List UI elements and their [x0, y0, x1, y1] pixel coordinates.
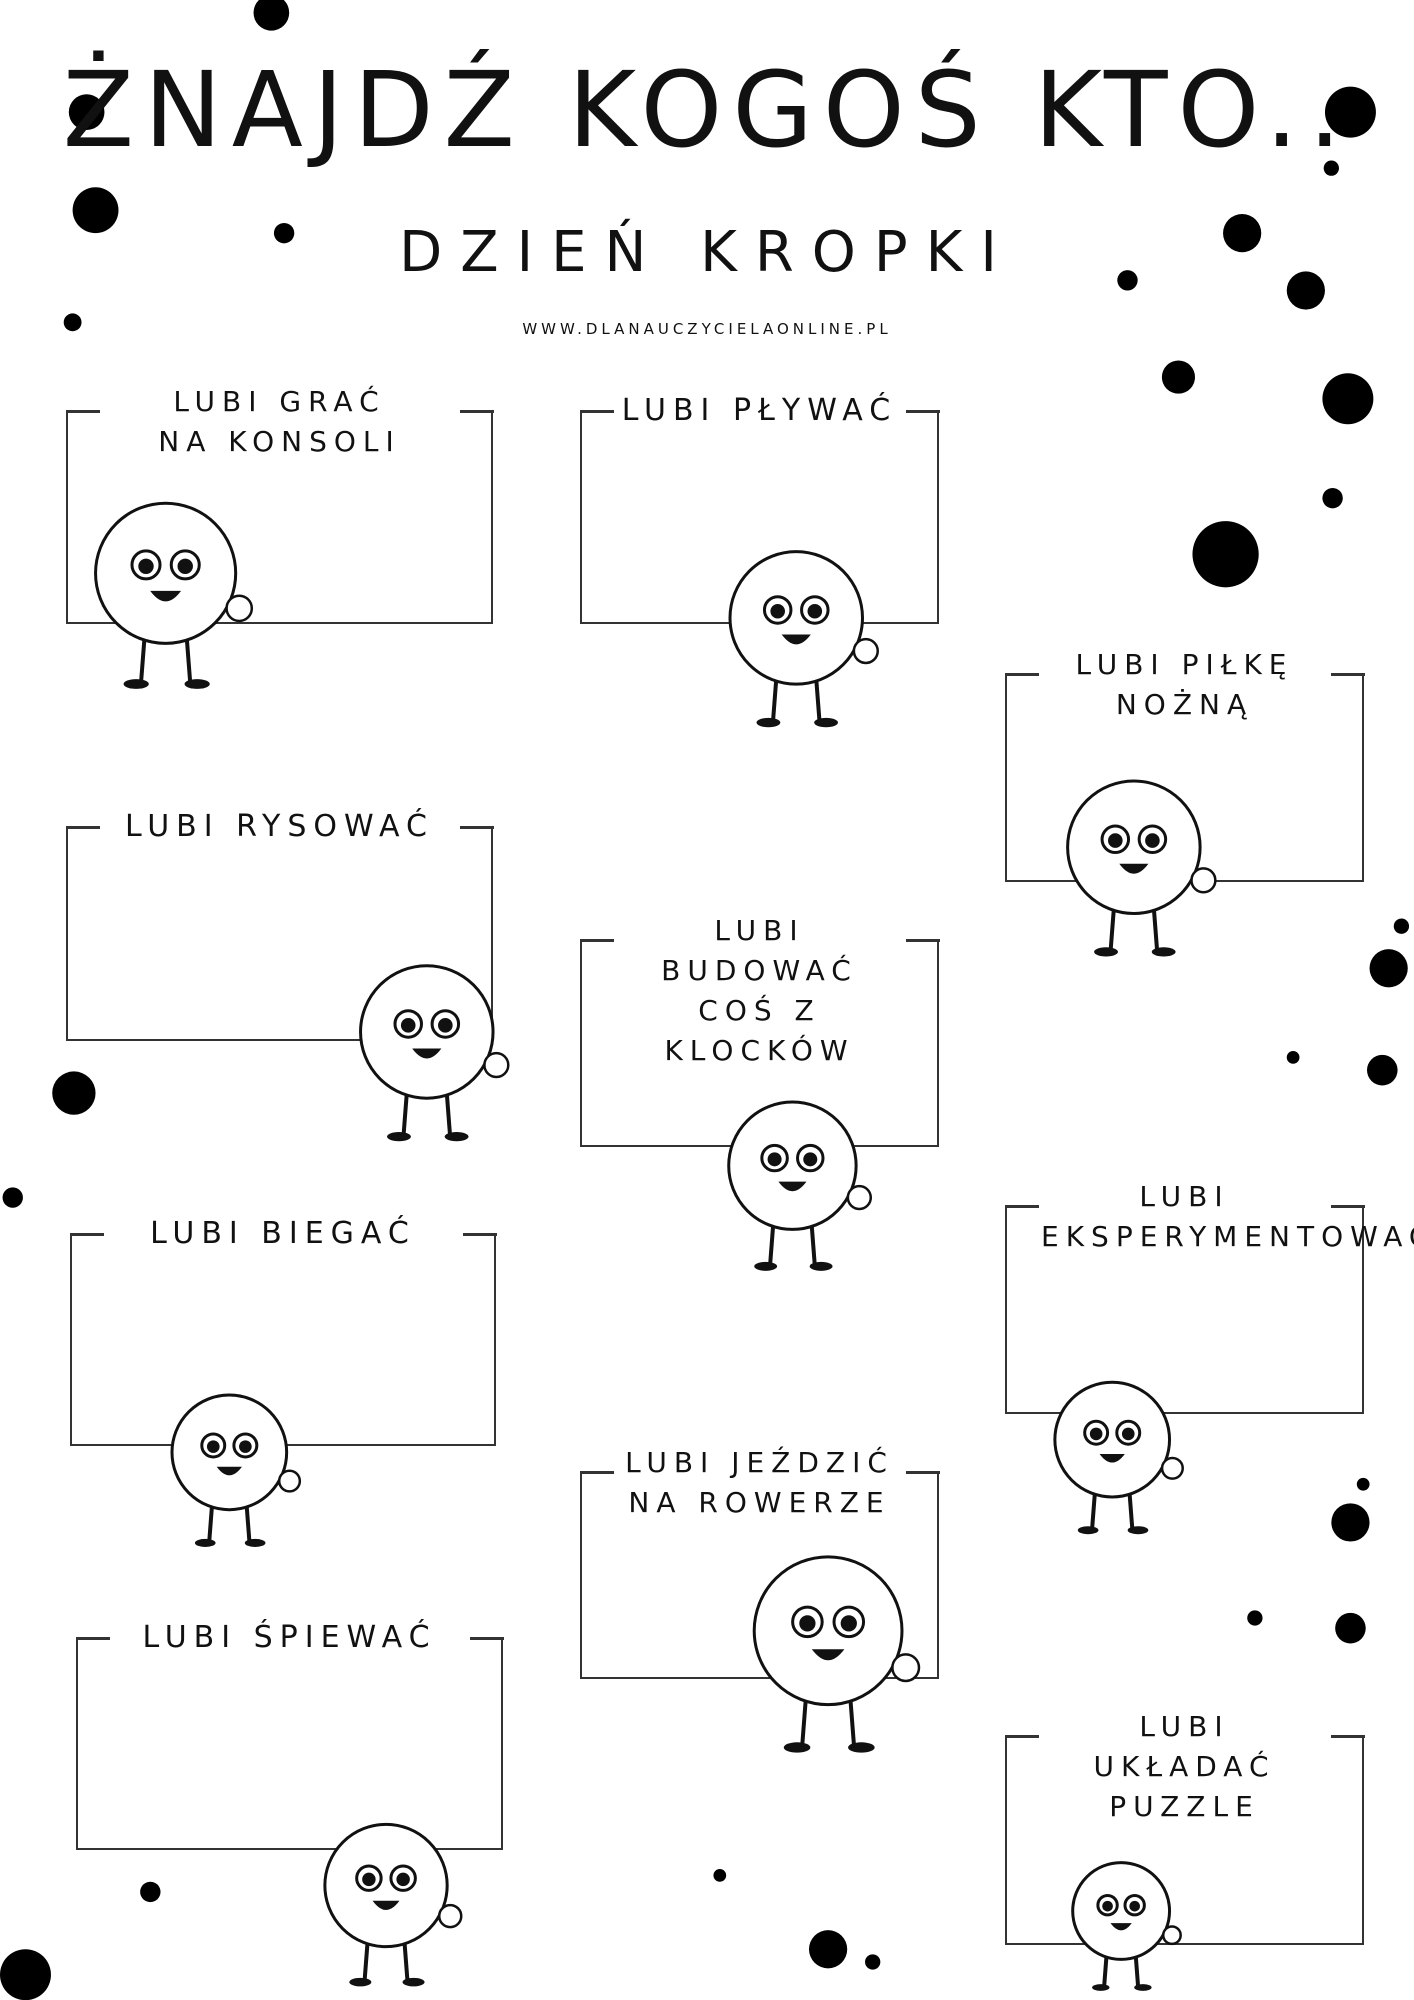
polka-dot	[1393, 918, 1410, 934]
box-label: LUBI PŁYWAĆ	[621, 393, 898, 428]
page-subtitle: DZIEŃ KROPKI	[399, 220, 1015, 285]
blocks-icon	[846, 1184, 873, 1211]
polka-dot	[1322, 487, 1343, 509]
polka-dot	[1192, 521, 1259, 588]
website-url: WWW.DLANAUCZYCIELAONLINE.PL	[522, 320, 892, 338]
microphone-icon	[437, 1903, 463, 1929]
polka-dot	[865, 1954, 881, 1970]
test-tube-icon	[1160, 1456, 1184, 1480]
polka-dot	[0, 1949, 51, 2000]
paintbrush-icon	[483, 1051, 510, 1079]
polka-dot	[808, 1930, 848, 1969]
polka-dot	[1369, 949, 1408, 988]
box-swimming: LUBI PŁYWAĆ	[579, 393, 940, 624]
polka-dot	[1331, 1503, 1370, 1542]
polka-dot	[1322, 373, 1374, 425]
polka-dot	[1161, 360, 1196, 394]
box-singing: LUBI ŚPIEWAĆ	[75, 1620, 504, 1850]
polka-dot	[1367, 1054, 1398, 1086]
polka-dot	[1356, 1477, 1370, 1491]
polka-dot	[1247, 1610, 1263, 1626]
polka-dot	[140, 1881, 161, 1903]
polka-dot	[253, 0, 290, 31]
polka-dot	[1286, 1051, 1300, 1064]
page-title: ŻNAJDŹ KOGOŚ KTO..	[62, 49, 1352, 171]
swim-ring-icon	[852, 637, 879, 665]
polka-dot	[713, 1868, 727, 1882]
box-label: LUBI BIEGAĆ	[150, 1216, 416, 1251]
running-icon	[277, 1469, 302, 1493]
box-label: LUBI ŚPIEWAĆ	[142, 1620, 437, 1655]
box-running: LUBI BIEGAĆ	[69, 1216, 497, 1446]
polka-dot	[2, 1187, 23, 1208]
box-drawing: LUBI RYSOWAĆ	[65, 809, 494, 1041]
polka-dot	[1335, 1612, 1366, 1644]
polka-dot	[52, 1071, 96, 1115]
box-label: LUBI RYSOWAĆ	[124, 809, 434, 844]
